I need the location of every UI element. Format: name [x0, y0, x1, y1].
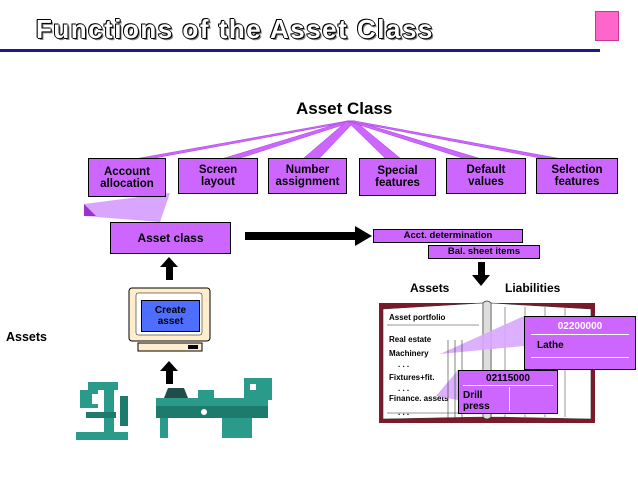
book-item-finance-assets: Finance. assets	[389, 394, 449, 403]
card-name: Drill press	[463, 390, 490, 412]
create-asset-line2: asset	[157, 316, 184, 327]
create-asset-line1: Create	[154, 305, 187, 316]
card-divider	[531, 357, 629, 358]
bal-sheet-items-box[interactable]: Bal. sheet items	[428, 245, 540, 259]
book-item-ellipsis: . . .	[398, 408, 410, 417]
function-label: values	[468, 176, 504, 188]
asset-class-box[interactable]: Asset class	[110, 222, 231, 254]
corner-marker	[595, 11, 619, 41]
title-underline	[0, 49, 600, 52]
function-label: Screen	[198, 164, 238, 176]
card-name-line2: press	[463, 401, 490, 412]
asset-card-lathe[interactable]: 02200000 Lathe	[524, 316, 636, 370]
book-assets-header: Assets	[410, 281, 450, 295]
book-item-asset-portfolio: Asset portfolio	[389, 313, 446, 322]
card-name-line1: Drill	[463, 390, 483, 401]
machine-tools-icon	[76, 378, 272, 440]
function-label: allocation	[100, 177, 154, 190]
function-label: assignment	[275, 176, 340, 188]
assets-side-label: Assets	[6, 330, 47, 344]
card-divider	[509, 387, 510, 411]
asset-class-heading: Asset Class	[296, 99, 393, 118]
function-label: Account	[104, 165, 150, 178]
function-label: Selection	[551, 164, 603, 176]
book-liabilities-header: Liabilities	[505, 281, 561, 295]
book-item-machinery: Machinery	[389, 349, 429, 358]
page-title: Functions of the Asset Class	[36, 14, 434, 44]
book-item-ellipsis: . . .	[398, 360, 410, 369]
card-number: 02200000	[557, 321, 603, 332]
function-label: features	[375, 177, 420, 189]
asset-card-drill-press[interactable]: 02115000 Drill press	[458, 370, 558, 414]
acct-determination-box[interactable]: Acct. determination	[373, 229, 523, 243]
book-item-fixtures: Fixtures+fit.	[389, 373, 435, 382]
create-asset-button[interactable]: Create asset	[141, 300, 200, 332]
function-label: layout	[201, 176, 235, 188]
function-label: features	[554, 176, 600, 188]
card-number: 02115000	[486, 373, 530, 384]
function-label: Special	[377, 165, 418, 177]
book-item-real-estate: Real estate	[389, 335, 432, 344]
book-item-ellipsis: . . .	[398, 384, 410, 393]
function-label: Number	[285, 164, 330, 176]
card-divider	[531, 334, 629, 335]
card-name: Lathe	[537, 340, 564, 351]
function-label: Default	[466, 164, 506, 176]
card-divider	[463, 385, 553, 386]
